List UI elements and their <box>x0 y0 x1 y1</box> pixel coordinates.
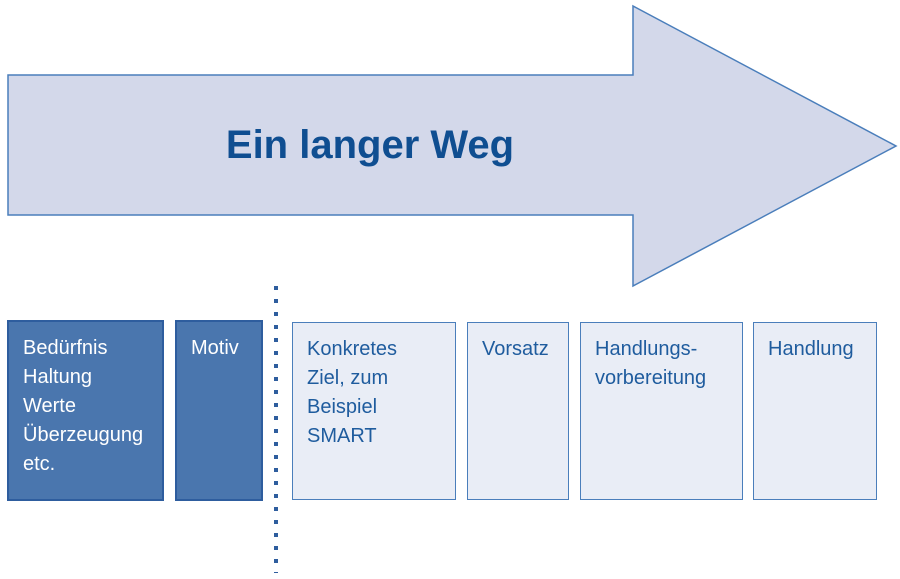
phase-box-konkretes-ziel: Konkretes Ziel, zum Beispiel SMART <box>292 322 456 500</box>
phase-box-handlung: Handlung <box>753 322 877 500</box>
phase-box-motiv: Motiv <box>175 320 263 501</box>
phase-divider-dotted-line <box>274 286 278 573</box>
arrow-right-icon <box>7 4 898 288</box>
long-way-arrow-shape <box>7 4 898 288</box>
phase-box-handlungsvorbereitung: Handlungs- vorbereitung <box>580 322 743 500</box>
phase-box-vorsatz: Vorsatz <box>467 322 569 500</box>
phase-box-beduerfnis: Bedürfnis Haltung Werte Überzeugung etc. <box>7 320 164 501</box>
arrow-title: Ein langer Weg <box>225 122 515 167</box>
